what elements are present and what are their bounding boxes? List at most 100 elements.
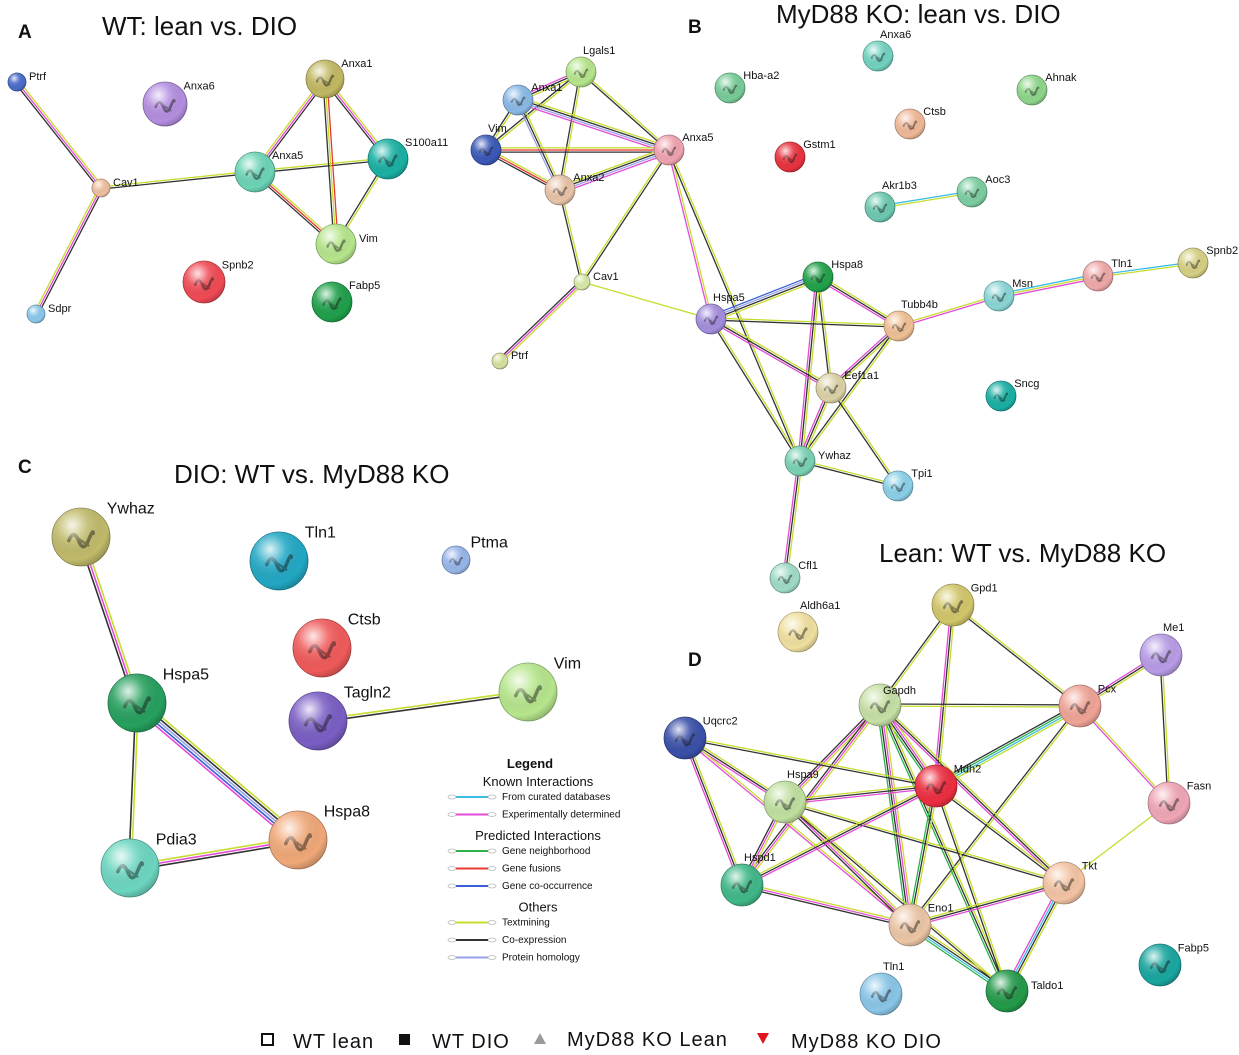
edge-eno1-tkt — [909, 880, 1065, 928]
node-hspa8[interactable]: Hspa8 — [802, 259, 863, 293]
node-aldh6a1[interactable]: Aldh6a1 — [777, 600, 840, 653]
node-anxa5[interactable]: Anxa5 — [653, 132, 713, 166]
legend-node-icon — [487, 812, 497, 817]
node-label-eef1a1: Eef1a1 — [844, 370, 879, 382]
node-tpi1[interactable]: Tpi1 — [882, 468, 933, 502]
node-label-anxa6: Anxa6 — [184, 81, 215, 93]
edge-anxa1-vim — [322, 78, 339, 245]
edge-sdpr-cav1 — [33, 186, 104, 316]
legend-item-gene-fusions: Gene fusions — [447, 864, 561, 875]
node-anxa5[interactable]: Anxa5 — [234, 150, 303, 193]
node-akr1b3[interactable]: Akr1b3 — [864, 180, 917, 223]
edge-tln1-spnb2 — [1097, 261, 1194, 278]
node-pdia3[interactable]: Pdia3 — [100, 831, 197, 898]
node-spnb2[interactable]: Spnb2 — [1177, 245, 1238, 279]
node-hspd1[interactable]: Hspd1 — [720, 852, 776, 907]
node-anxa6[interactable]: Anxa6 — [862, 29, 911, 72]
edge-line-textmining — [786, 461, 803, 579]
node-s100a11[interactable]: S100a11 — [367, 137, 448, 180]
node-ctsb[interactable]: Ctsb — [894, 106, 946, 140]
edge-line-coexpression — [37, 188, 104, 316]
node-tln1[interactable]: Tln1 — [1082, 258, 1133, 292]
edge-hspa5-ywhaz — [709, 318, 802, 462]
edge-uqcrc2-eno1 — [683, 736, 912, 927]
node-hspa5[interactable]: Hspa5 — [695, 292, 745, 335]
node-sdpr[interactable]: Sdpr — [26, 303, 72, 324]
node-sncg[interactable]: Sncg — [985, 378, 1039, 412]
node-hspa9[interactable]: Hspa9 — [763, 769, 819, 824]
legend-item-gene-co-occurrence: Gene co-occurrence — [447, 881, 593, 892]
node-hba-a2[interactable]: Hba-a2 — [714, 70, 779, 104]
node-vim[interactable]: Vim — [470, 123, 507, 166]
edge-line-experimental — [742, 787, 938, 888]
node-vim[interactable]: Vim — [498, 655, 581, 722]
edge-line-experimental — [797, 276, 817, 461]
edge-ywhaz-cfl1 — [782, 460, 803, 579]
node-gapdh[interactable]: Gapdh — [858, 683, 916, 727]
node-fasn[interactable]: Fasn — [1147, 780, 1211, 825]
edge-line-homology — [136, 702, 299, 841]
node-cav1[interactable]: Cav1 — [91, 177, 139, 198]
node-mdh2[interactable]: Mdh2 — [914, 763, 981, 808]
node-gloss — [889, 904, 931, 946]
node-ywhaz[interactable]: Ywhaz — [784, 445, 851, 477]
node-vim[interactable]: Vim — [315, 223, 378, 265]
node-me1[interactable]: Me1 — [1139, 622, 1184, 677]
node-eef1a1[interactable]: Eef1a1 — [815, 370, 879, 404]
node-anxa2[interactable]: Anxa2 — [544, 172, 604, 206]
node-gstm1[interactable]: Gstm1 — [774, 139, 836, 173]
edge-line-textmining — [800, 459, 899, 486]
node-taldo1[interactable]: Taldo1 — [985, 969, 1063, 1013]
edge-gapdh-eno1 — [876, 704, 914, 926]
node-eno1[interactable]: Eno1 — [888, 902, 953, 947]
node-ctsb[interactable]: Ctsb — [292, 611, 381, 678]
node-gloss — [1043, 862, 1085, 904]
node-gpd1[interactable]: Gpd1 — [931, 582, 998, 627]
node-ywhaz[interactable]: Ywhaz — [51, 500, 155, 567]
node-gloss — [865, 192, 895, 222]
node-pcx[interactable]: Pcx — [1058, 683, 1117, 728]
edge-line-coexpression — [816, 277, 831, 389]
edge-hspa8-ywhaz — [797, 276, 821, 462]
node-msn[interactable]: Msn — [983, 278, 1033, 312]
node-anxa1[interactable]: Anxa1 — [502, 82, 562, 116]
node-tagln2[interactable]: Tagln2 — [288, 684, 391, 751]
node-anxa1[interactable]: Anxa1 — [305, 58, 372, 99]
node-anxa6[interactable]: Anxa6 — [142, 81, 215, 127]
node-label-sncg: Sncg — [1014, 378, 1039, 390]
node-ahnak[interactable]: Ahnak — [1016, 72, 1077, 106]
node-tkt[interactable]: Tkt — [1042, 860, 1097, 905]
node-tln1[interactable]: Tln1 — [859, 961, 904, 1016]
node-ptrf[interactable]: Ptrf — [491, 350, 529, 370]
node-spnb2[interactable]: Spnb2 — [182, 259, 254, 304]
node-ptrf[interactable]: Ptrf — [7, 71, 47, 92]
node-ptma[interactable]: Ptma — [441, 535, 508, 575]
node-hspa8[interactable]: Hspa8 — [268, 803, 370, 870]
edge-line-textmining — [936, 785, 1009, 991]
node-lgals1[interactable]: Lgals1 — [565, 45, 615, 88]
edge-vim-anxa5 — [486, 147, 669, 153]
legend-heading-known-interactions: Known Interactions — [483, 774, 594, 789]
edge-line-coexpression — [829, 388, 898, 487]
node-label-vim: Vim — [554, 655, 581, 672]
node-hspa5[interactable]: Hspa5 — [107, 666, 209, 733]
legend-node-icon — [487, 866, 497, 871]
node-tln1[interactable]: Tln1 — [249, 524, 336, 591]
edge-gapdh-hspd1 — [739, 703, 883, 887]
edge-line-textmining — [801, 277, 821, 462]
edge-line-experimental — [709, 320, 831, 391]
edge-line-textmining — [743, 705, 883, 887]
node-gloss — [574, 274, 590, 290]
node-cfl1[interactable]: Cfl1 — [769, 560, 818, 594]
legend-node-icon — [487, 794, 497, 800]
node-tubb4b[interactable]: Tubb4b — [883, 299, 938, 342]
key-myd88-lean: MyD88 KO Lean — [567, 1029, 728, 1051]
node-fabp5[interactable]: Fabp5 — [311, 280, 380, 323]
node-aoc3[interactable]: Aoc3 — [956, 174, 1010, 208]
node-cav1[interactable]: Cav1 — [573, 271, 619, 291]
node-uqcrc2[interactable]: Uqcrc2 — [663, 715, 738, 760]
node-fabp5[interactable]: Fabp5 — [1138, 942, 1209, 987]
node-label-ctsb: Ctsb — [348, 611, 381, 628]
